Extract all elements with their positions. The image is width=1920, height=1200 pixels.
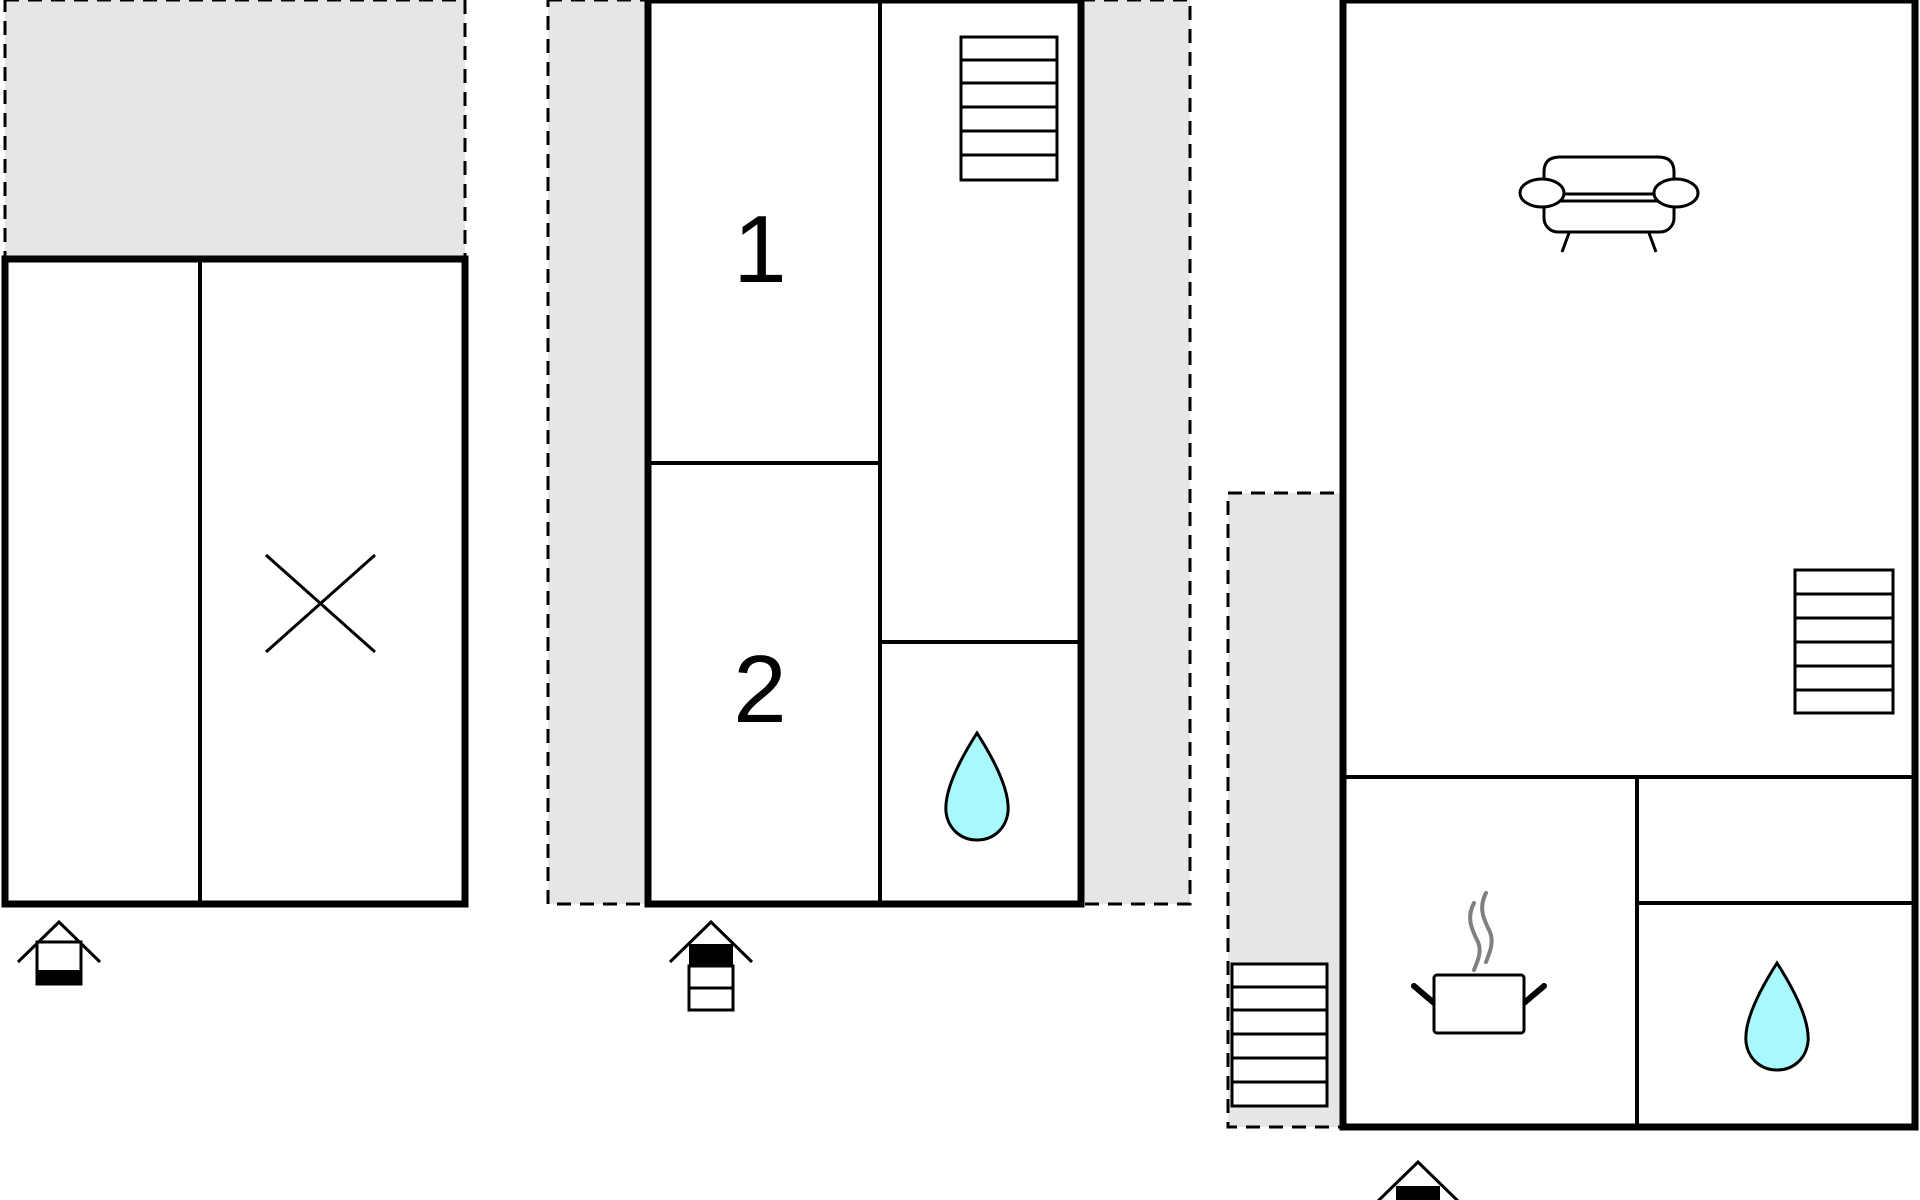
terrace-middle-left [546, 0, 650, 906]
stairs-icon [1793, 568, 1895, 715]
bathroom-water-drop-icon [1744, 960, 1810, 1072]
entrance-house-icon [1376, 1159, 1460, 1200]
kitchen-pot-icon [1411, 891, 1547, 1035]
stairs-icon [1230, 962, 1329, 1108]
entrance-house-icon [16, 919, 102, 986]
not-included-cross-icon [265, 553, 376, 654]
building-right [1226, 0, 1919, 1200]
bedroom-2-label: 2 [733, 636, 786, 743]
bedroom-1-label: 1 [733, 196, 786, 303]
bathroom-water-drop-icon [944, 730, 1010, 842]
stairs-icon [959, 35, 1059, 182]
outer-wall-left [1, 255, 469, 908]
sofa-icon [1518, 155, 1700, 253]
building-middle: 1 2 [546, 0, 1192, 1012]
entrance-house-icon [668, 919, 754, 1012]
building-left [1, 0, 469, 986]
terrace-left [3, 0, 467, 261]
terrace-middle-right [1079, 0, 1192, 906]
